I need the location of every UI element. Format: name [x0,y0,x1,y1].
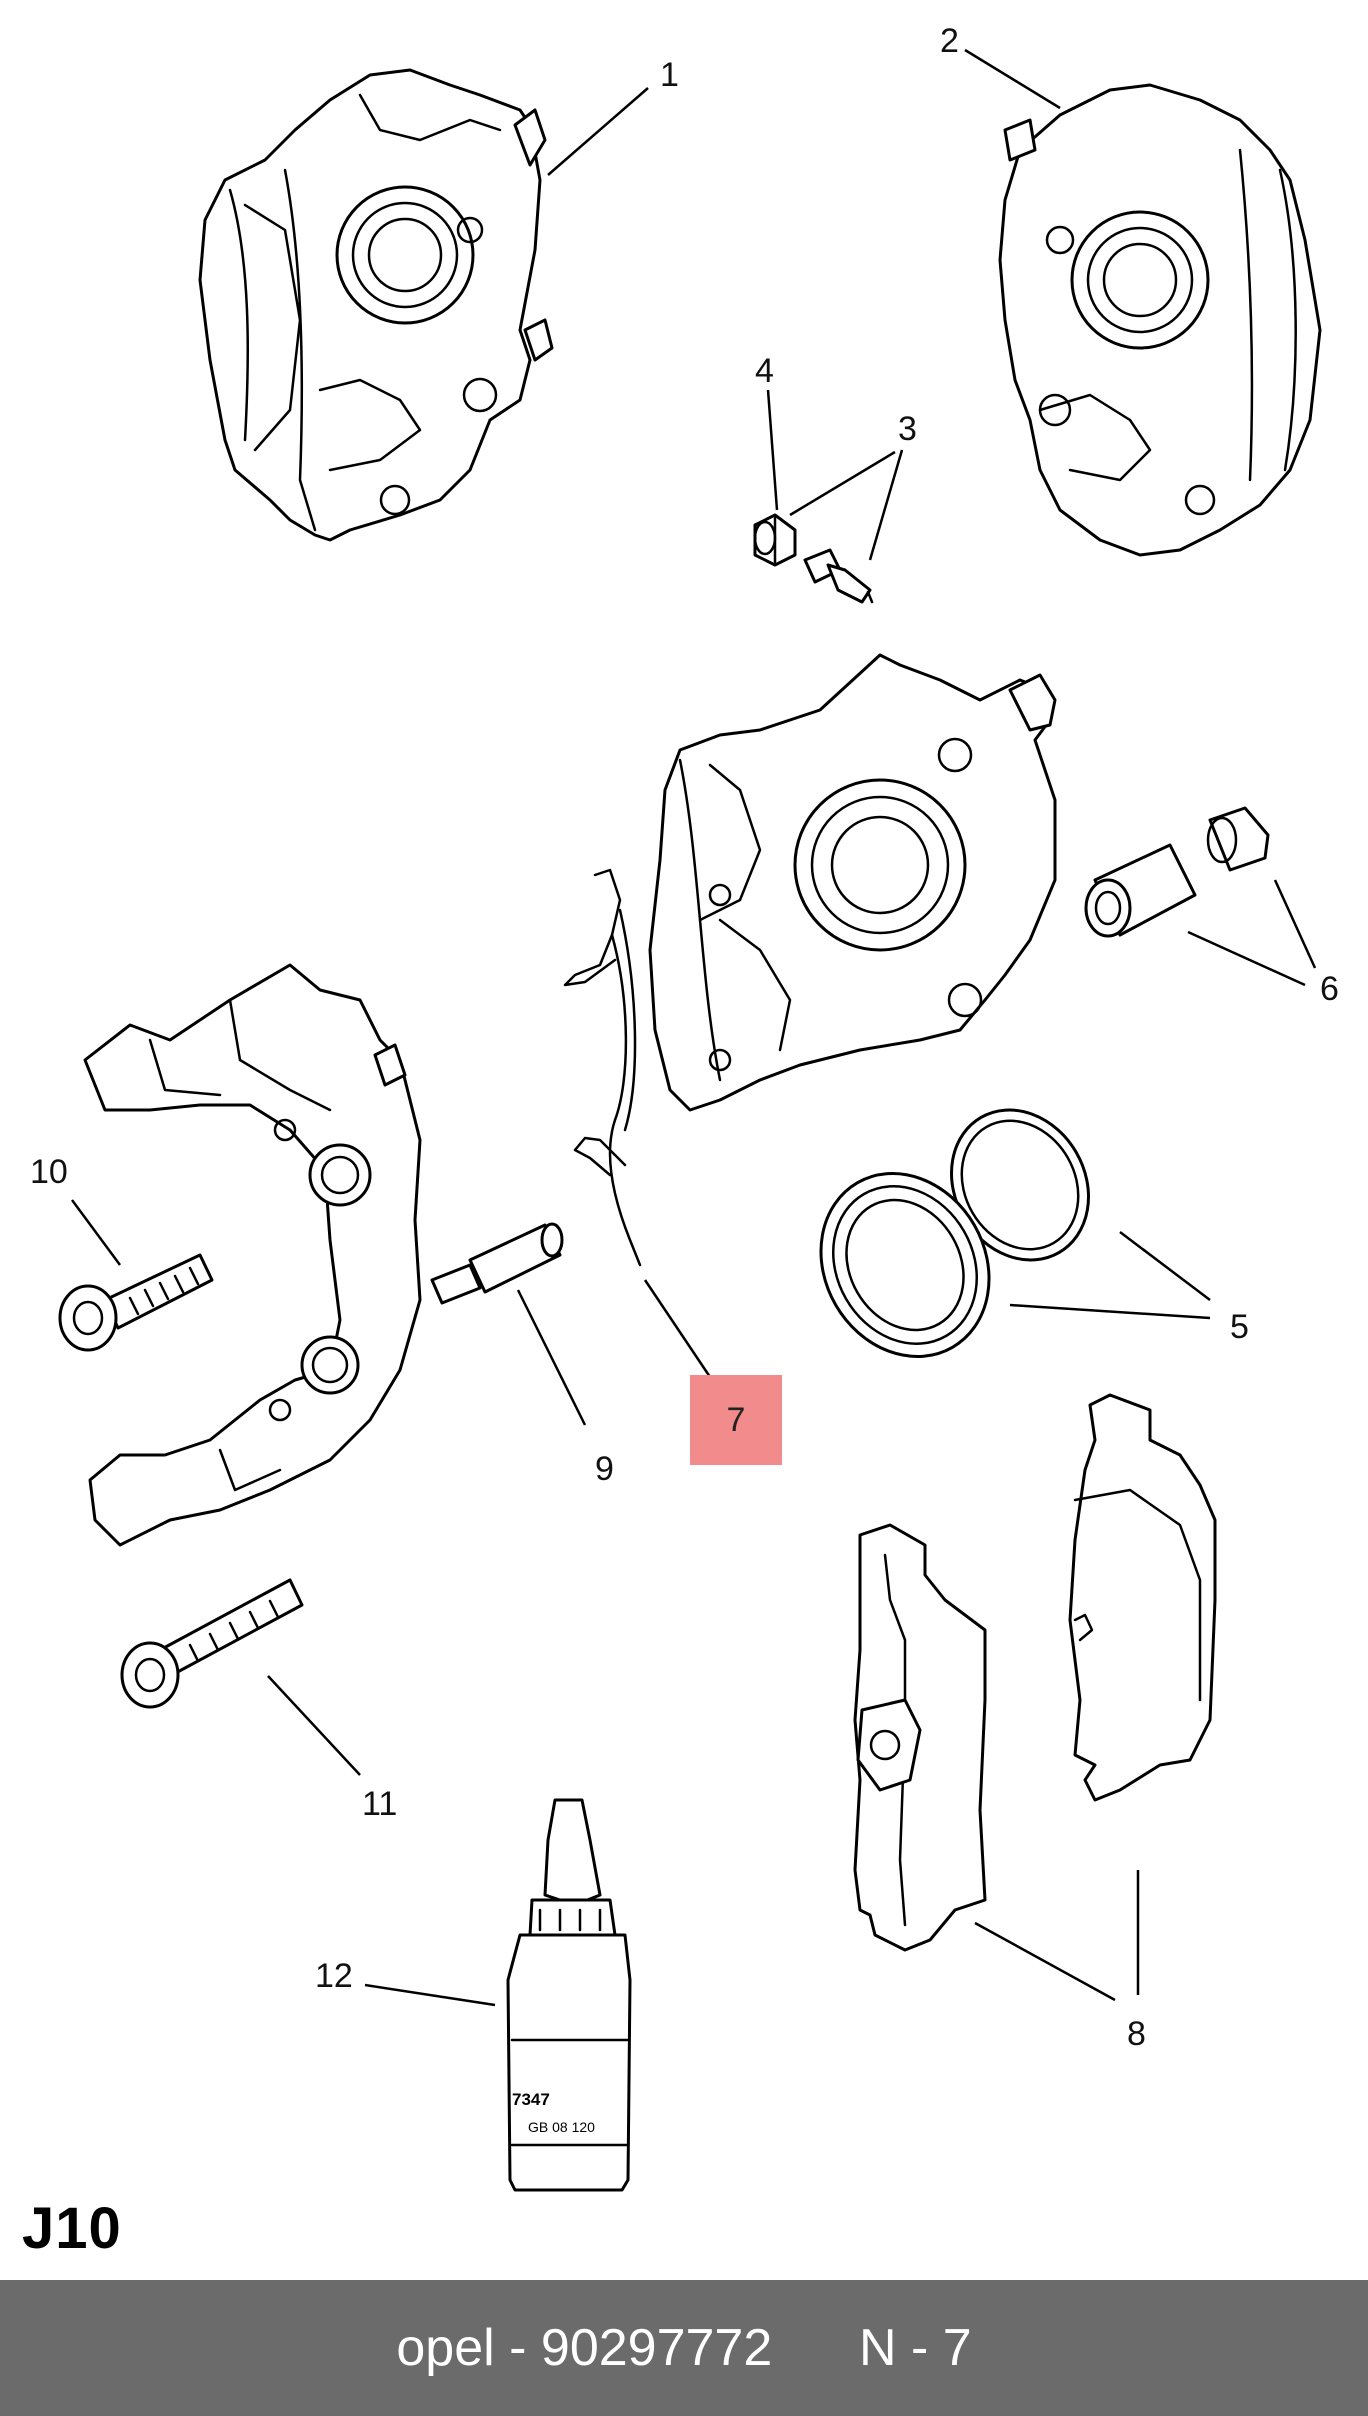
leader-2 [964,48,1061,110]
leader-11 [267,1675,361,1776]
callout-4: 4 [755,352,774,390]
bottle-label-text: GB 08 120 [528,2119,595,2135]
callout-1: 1 [660,56,679,94]
callout-6: 6 [1320,970,1339,1008]
footer-bar: opel - 90297772 N - 7 [0,2280,1368,2416]
bottle-label-code: 7347 [512,2090,550,2109]
callout-2: 2 [940,22,959,60]
exploded-parts-diagram: 1 2 4 3 [30,22,1339,2192]
leader-9 [516,1289,587,1426]
part-5-piston-seals [819,1108,1090,1358]
callout-11: 11 [362,1785,397,1823]
leader-5b [1009,1303,1211,1320]
part-2-caliper-housing-right [998,83,1322,557]
caliper-body-center [648,653,1057,1112]
part-9-guide-pin [430,1222,564,1305]
footer-part-info: opel - 90297772 N - 7 [396,2319,972,2377]
callout-5: 5 [1230,1308,1249,1346]
diagram-reference-code: J10 [22,2196,122,2261]
callout-7: 7 [726,1401,746,1439]
part-8-brake-pads [853,1393,1217,1952]
part-4-bleed-cap [753,513,797,567]
part-6-guide-bushing [1084,806,1270,938]
leader-10 [70,1199,122,1266]
caliper-carrier-bracket [83,963,422,1547]
leader-8a [974,1921,1116,2002]
leader-4 [766,389,779,511]
leader-12 [364,1983,496,2007]
part-11-bolt [120,1578,304,1709]
leader-7 [643,1279,714,1381]
callout-12: 12 [315,1957,353,1995]
leader-1 [547,87,649,176]
part-1-caliper-housing-left [198,68,554,542]
part-10-bolt [58,1253,214,1352]
leader-3b [868,449,904,561]
callout-10: 10 [30,1153,68,1191]
leader-5a [1119,1231,1211,1301]
part-7-anti-rattle-spring [563,868,642,1267]
leader-6a [1187,930,1306,987]
leader-3a [789,450,896,517]
callout-8: 8 [1127,2015,1146,2053]
part-3-bleed-screw [803,548,874,604]
part-12-threadlocker-bottle: 7347 GB 08 120 [506,1798,632,2192]
highlighted-callout-box [690,1375,782,1465]
callout-9: 9 [595,1450,614,1488]
callout-3: 3 [898,410,917,448]
leader-6b [1273,879,1317,969]
